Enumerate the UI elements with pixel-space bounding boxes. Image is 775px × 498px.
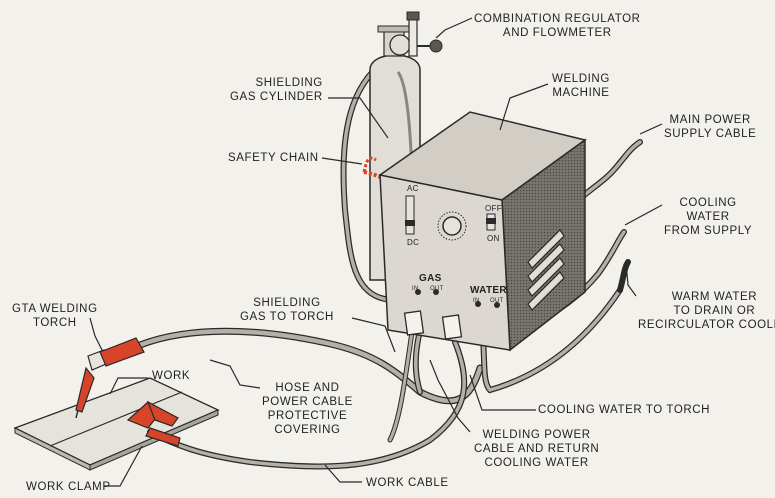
label-gta-welding-torch: GTA WELDING TORCH — [12, 303, 98, 329]
label-welding-machine: WELDING MACHINE — [552, 73, 610, 99]
work-clamp — [126, 400, 181, 447]
welding-machine — [378, 111, 587, 352]
label-hose-power-cable-covering: HOSE AND POWER CABLE PROTECTIVE COVERING — [262, 382, 353, 436]
panel-dc-label: DC — [407, 238, 420, 247]
label-warm-water-to-drain: WARM WATER TO DRAIN OR RECIRCULATOR COOL… — [638, 291, 775, 331]
label-welding-power-cable-return: WELDING POWER CABLE AND RETURN COOLING W… — [474, 429, 600, 469]
panel-water-label: WATER — [470, 285, 507, 296]
panel-water-in-label: IN — [473, 298, 480, 304]
label-shielding-gas-to-torch: SHIELDING GAS TO TORCH — [240, 297, 334, 323]
label-cooling-water-from-supply: COOLING WATER FROM SUPPLY — [664, 197, 753, 237]
label-safety-chain: SAFETY CHAIN — [228, 152, 319, 164]
label-work: WORK — [152, 370, 191, 382]
panel-water-out-label: OUT — [490, 298, 504, 304]
label-shielding-gas-cylinder: SHIELDING GAS CYLINDER — [230, 77, 323, 103]
regulator-flowmeter — [389, 11, 443, 57]
panel-ac-label: AC — [407, 184, 419, 193]
leader-lines — [89, 17, 663, 487]
label-work-clamp: WORK CLAMP — [26, 481, 111, 493]
work-plate — [13, 377, 220, 471]
panel-on-label: ON — [487, 234, 500, 243]
panel-gas-out-label: OUT — [430, 286, 444, 292]
label-work-cable: WORK CABLE — [366, 477, 449, 489]
gta-torch — [75, 337, 145, 419]
label-regulator-flowmeter: COMBINATION REGULATOR AND FLOWMETER — [474, 13, 641, 39]
label-cooling-water-to-torch: COOLING WATER TO TORCH — [538, 404, 711, 416]
panel-gas-label: GAS — [419, 273, 442, 284]
panel-off-label: OFF — [485, 204, 502, 213]
panel-gas-in-label: IN — [412, 286, 419, 292]
label-main-power-supply-cable: MAIN POWER SUPPLY CABLE — [664, 114, 757, 140]
